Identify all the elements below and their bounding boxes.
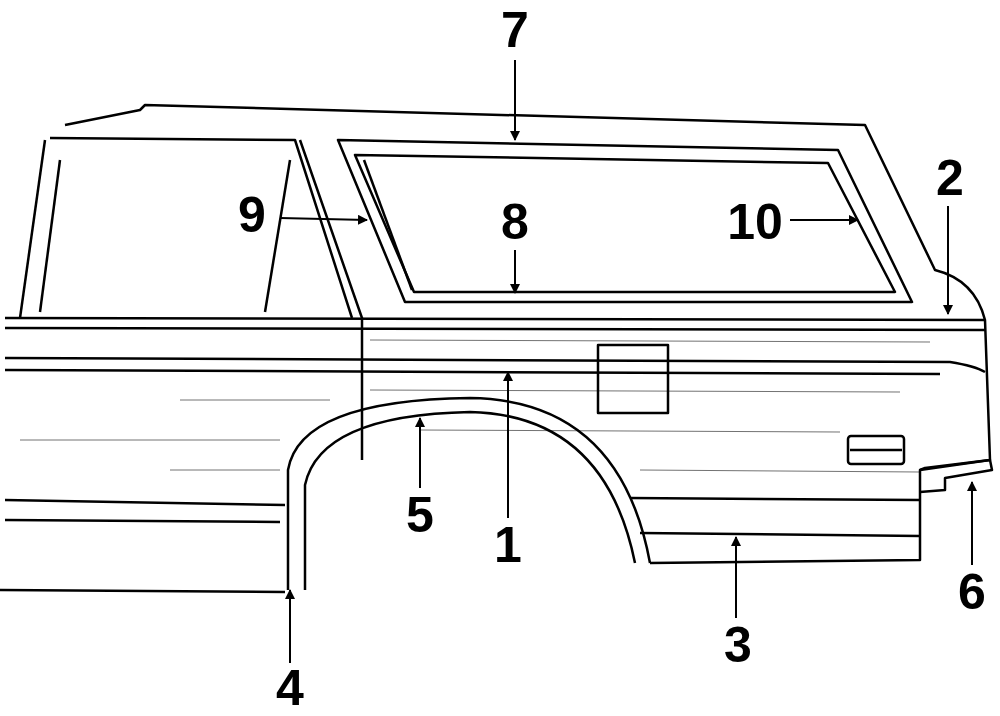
callout-number: 3 (724, 620, 752, 670)
callout-number: 7 (501, 5, 529, 55)
callout-number: 6 (958, 567, 986, 617)
callout-number: 1 (494, 520, 522, 570)
callout-number: 2 (936, 153, 964, 203)
callout-number: 9 (238, 190, 266, 240)
callout-number: 4 (276, 663, 304, 713)
callout-number: 5 (406, 490, 434, 540)
leader-lines (280, 60, 972, 663)
callout-number: 8 (501, 197, 529, 247)
callout-number: 10 (727, 197, 783, 247)
